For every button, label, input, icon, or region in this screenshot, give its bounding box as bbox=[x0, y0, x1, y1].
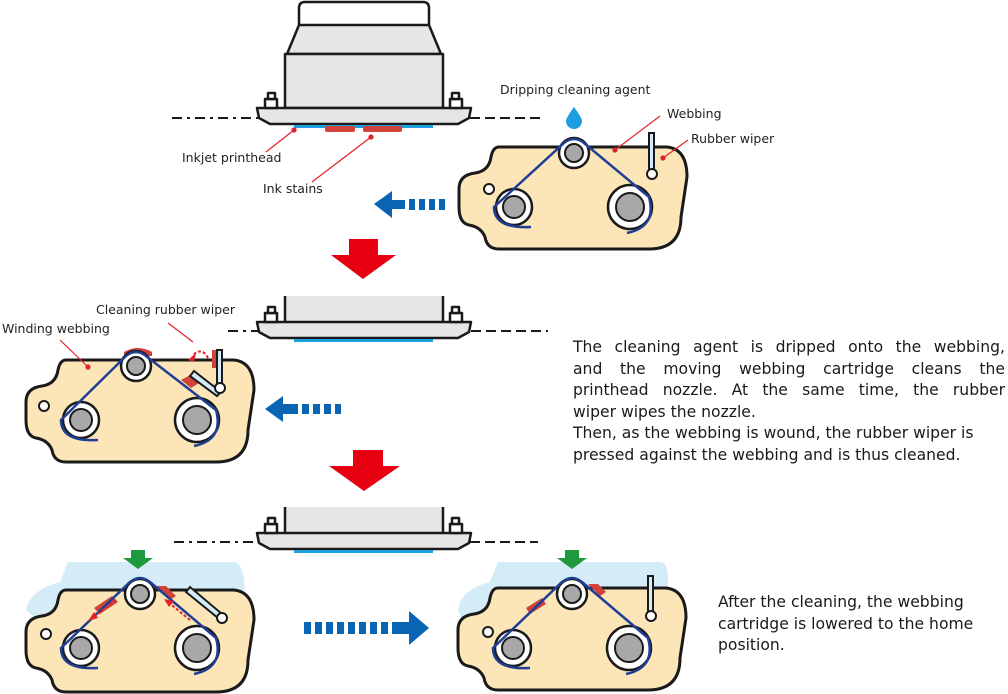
leader-line bbox=[311, 136, 372, 183]
description-stage-3: After the cleaning, the webbing cartridg… bbox=[718, 592, 1008, 657]
leader-line bbox=[614, 115, 661, 151]
description-line: pressed against the webbing and is thus … bbox=[573, 445, 961, 464]
stage-3 bbox=[24, 507, 688, 694]
move-left-arrow-icon bbox=[374, 191, 445, 218]
leader-dot bbox=[612, 147, 618, 153]
ink-stain bbox=[363, 126, 402, 132]
label-winding-webbing: Winding webbing bbox=[2, 321, 110, 336]
mount-hole bbox=[482, 626, 494, 638]
leader-dot bbox=[368, 134, 374, 140]
stage-2 bbox=[24, 296, 548, 464]
inkjet-printhead bbox=[255, 507, 473, 551]
lower-arrow-icon bbox=[557, 550, 587, 569]
stage-1 bbox=[172, 0, 689, 251]
label-rubber-wiper: Rubber wiper bbox=[691, 131, 775, 146]
leader-line bbox=[662, 139, 689, 159]
label-webbing: Webbing bbox=[667, 106, 722, 121]
move-left-arrow-icon bbox=[265, 396, 341, 422]
leader-dot bbox=[660, 155, 666, 161]
description-line: cartridge is lowered to the home bbox=[718, 614, 974, 633]
description-line: Then, as the webbing is wound, the rubbe… bbox=[573, 424, 974, 442]
mount-hole bbox=[38, 400, 50, 412]
ink-stain bbox=[156, 586, 176, 600]
roller bbox=[555, 577, 589, 611]
step-arrow-icon bbox=[331, 239, 396, 279]
description-line: printhead nozzle. At the same time, the … bbox=[573, 381, 1005, 399]
move-right-arrow-icon bbox=[304, 611, 429, 645]
leader-line bbox=[167, 322, 194, 343]
mount-hole bbox=[40, 628, 52, 640]
roller bbox=[61, 400, 101, 440]
description-line: wiper wipes the nozzle. bbox=[573, 402, 756, 421]
description-line: The cleaning agent is dripped onto the w… bbox=[573, 338, 1005, 356]
motion-arrow-head bbox=[88, 612, 98, 621]
rubber-wiper bbox=[184, 585, 228, 624]
inkjet-printhead bbox=[255, 296, 473, 340]
label-cleaning-rubber-wiper: Cleaning rubber wiper bbox=[96, 302, 235, 317]
webbing-cartridge-left bbox=[24, 576, 256, 694]
roller bbox=[493, 628, 533, 668]
step-arrow-icon bbox=[329, 450, 400, 491]
leader-line bbox=[265, 129, 295, 153]
roller bbox=[173, 396, 221, 444]
description-line: After the cleaning, the webbing bbox=[718, 593, 964, 611]
nozzle-surface bbox=[294, 125, 433, 128]
webbing bbox=[59, 576, 219, 676]
webbing-cartridge bbox=[24, 348, 256, 464]
wiper-rotate-arrow bbox=[191, 350, 209, 359]
roller bbox=[557, 136, 591, 170]
motion-arrow-head bbox=[164, 599, 174, 607]
label-inkjet-printhead: Inkjet printhead bbox=[182, 150, 282, 165]
lower-arrow-icon bbox=[123, 550, 153, 569]
cleaning-rubber-wiper bbox=[188, 349, 226, 398]
mount-hole bbox=[483, 183, 495, 195]
roller bbox=[61, 628, 101, 668]
roller bbox=[119, 349, 153, 383]
description-stage-2: The cleaning agent is dripped onto the w… bbox=[573, 337, 1005, 466]
label-dripping-cleaning-agent: Dripping cleaning agent bbox=[500, 82, 651, 97]
ink-stain bbox=[325, 126, 355, 132]
wiper-rotate-arrow-head bbox=[188, 353, 196, 362]
leader-line bbox=[59, 339, 89, 368]
webbing bbox=[59, 350, 219, 448]
leader-dot bbox=[291, 127, 297, 133]
leader-dot bbox=[85, 364, 91, 370]
ink-stain bbox=[212, 350, 217, 368]
description-line: and the moving webbing cartridge cleans … bbox=[573, 359, 1005, 378]
webbing bbox=[491, 576, 651, 676]
label-ink-stains: Ink stains bbox=[263, 181, 323, 196]
nozzle-surface bbox=[294, 550, 433, 553]
inkjet-printhead bbox=[255, 0, 473, 126]
ink-stain bbox=[588, 584, 606, 596]
roller bbox=[494, 187, 534, 227]
webbing bbox=[492, 137, 652, 235]
cleaning-agent-drop-icon bbox=[566, 107, 582, 129]
rubber-wiper bbox=[646, 132, 658, 180]
webbing-cartridge-right bbox=[456, 575, 688, 692]
webbing-cartridge bbox=[457, 132, 689, 251]
nozzle-surface bbox=[294, 339, 433, 342]
rubber-wiper bbox=[645, 575, 657, 622]
roller bbox=[173, 624, 221, 672]
description-line: position. bbox=[718, 636, 785, 654]
roller bbox=[606, 183, 654, 231]
roller bbox=[605, 624, 653, 672]
